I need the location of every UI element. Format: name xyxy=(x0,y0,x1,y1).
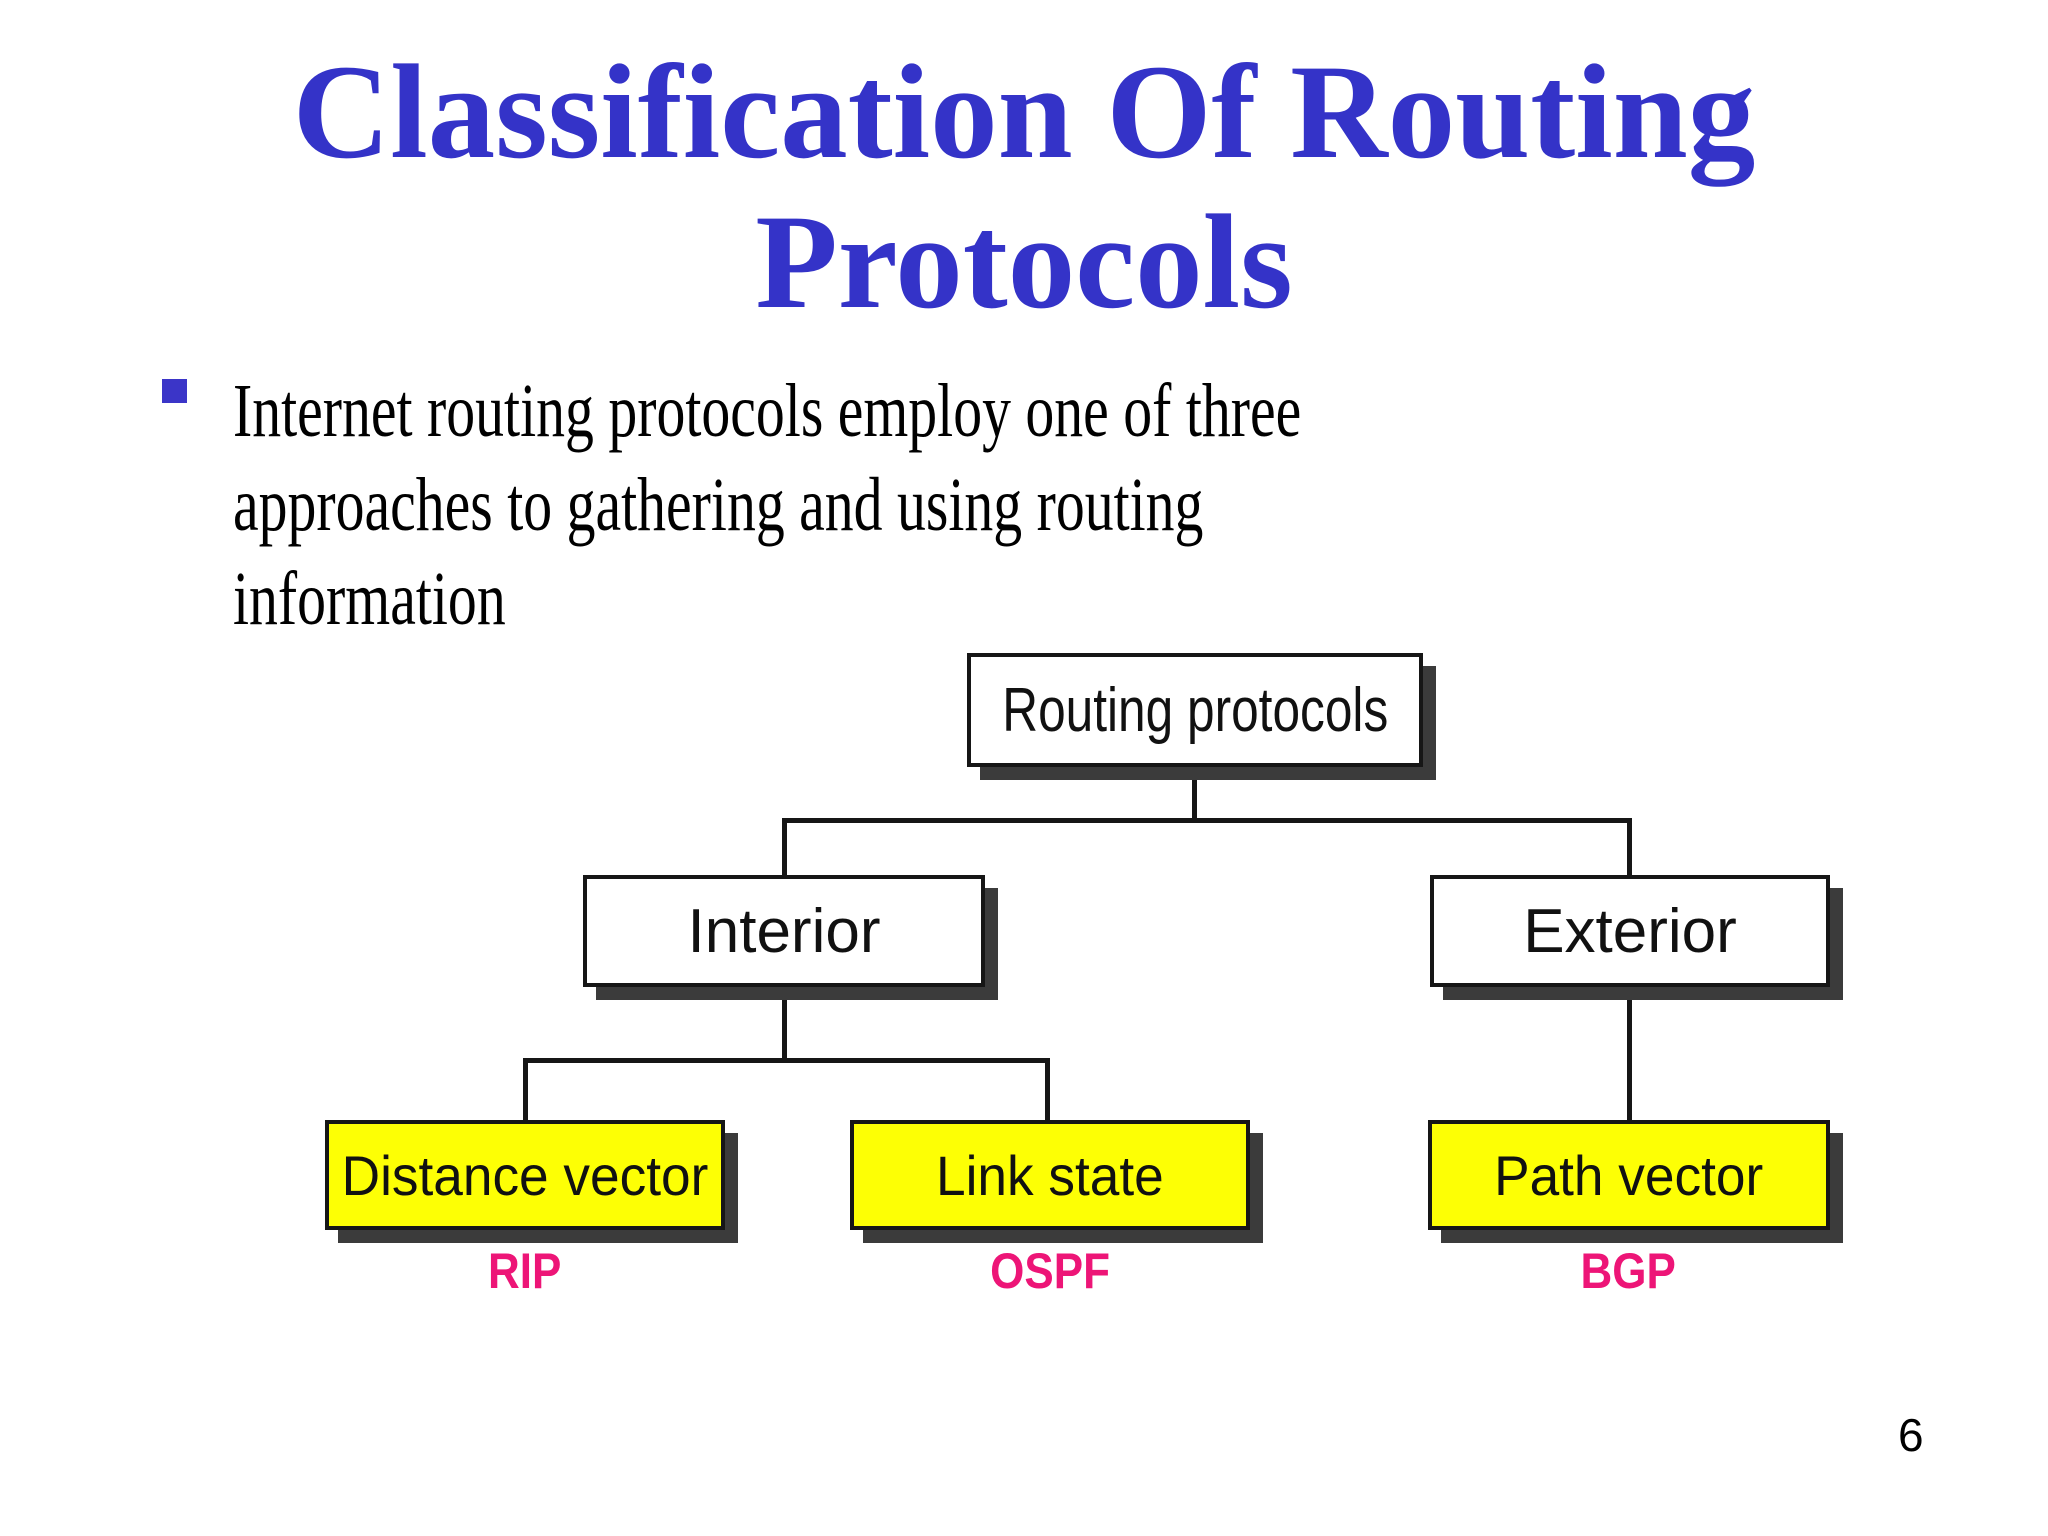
node-path-vector-label: Path vector xyxy=(1494,1143,1764,1207)
node-path-vector: Path vector xyxy=(1428,1120,1830,1230)
bullet-text-line-2: approaches to gathering and using routin… xyxy=(233,463,1204,547)
protocol-label-rip: RIP xyxy=(325,1242,725,1300)
node-routing-protocols: Routing protocols xyxy=(967,653,1423,767)
connector-exterior-to-path-vector xyxy=(1627,985,1632,1122)
node-distance-vector: Distance vector xyxy=(325,1120,725,1230)
connector-interior-stem xyxy=(782,985,787,1062)
connector-root-stem xyxy=(1192,765,1197,822)
slide-title: Classification Of Routing Protocols xyxy=(0,38,2048,338)
bullet-square-marker xyxy=(162,379,187,403)
connector-to-exterior xyxy=(1627,818,1632,877)
node-interior-label: Interior xyxy=(687,896,881,966)
title-line-1: Classification Of Routing xyxy=(292,38,1756,187)
connector-level2-horizontal xyxy=(523,1058,1050,1063)
protocol-label-rip-text: RIP xyxy=(488,1243,562,1299)
title-line-2: Protocols xyxy=(755,188,1293,337)
node-link-state-label: Link state xyxy=(936,1143,1164,1207)
node-routing-protocols-label: Routing protocols xyxy=(1002,675,1388,745)
connector-to-link-state xyxy=(1045,1058,1050,1122)
protocol-label-bgp: BGP xyxy=(1428,1242,1828,1300)
bullet-text-line-1: Internet routing protocols employ one of… xyxy=(233,369,1302,453)
bullet-text-line-3: information xyxy=(233,557,506,641)
node-link-state: Link state xyxy=(850,1120,1250,1230)
node-exterior-label: Exterior xyxy=(1523,896,1737,966)
node-exterior: Exterior xyxy=(1430,875,1830,987)
node-interior: Interior xyxy=(583,875,985,987)
connector-to-interior xyxy=(782,818,787,877)
connector-level1-horizontal xyxy=(782,818,1632,823)
connector-to-distance-vector xyxy=(523,1058,528,1122)
protocol-label-ospf: OSPF xyxy=(850,1242,1250,1300)
protocol-label-bgp-text: BGP xyxy=(1580,1243,1676,1299)
node-distance-vector-label: Distance vector xyxy=(341,1143,709,1207)
page-number: 6 xyxy=(1898,1409,1924,1461)
protocol-label-ospf-text: OSPF xyxy=(990,1243,1110,1299)
bullet-paragraph: Internet routing protocols employ one of… xyxy=(233,364,1639,646)
